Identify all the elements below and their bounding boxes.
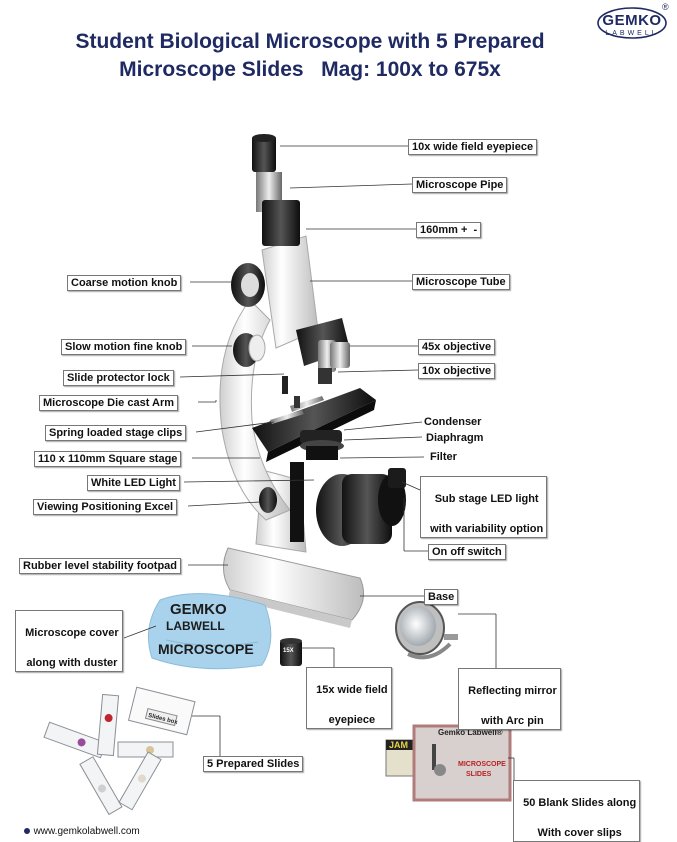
label-160mm: 160mm + - xyxy=(416,222,482,238)
label-filter: Filter xyxy=(430,450,457,464)
label-viewing-position: Viewing Positioning Excel xyxy=(33,499,178,515)
globe-icon xyxy=(23,828,30,835)
logo-oval-icon xyxy=(597,7,667,39)
label-slide-lock: Slide protector lock xyxy=(63,370,174,386)
box-print-product-2: SLIDES xyxy=(466,771,492,778)
label-cover-line-1: Microscope cover xyxy=(25,627,119,639)
cover-print-line-1: GEMKO xyxy=(170,601,227,618)
logo-text: GEMKO xyxy=(602,12,662,29)
label-reflecting-mirror-line-1: Reflecting mirror xyxy=(468,685,557,697)
label-coarse-knob: Coarse motion knob xyxy=(67,275,182,291)
label-sub-stage-led-line-2: with variability option xyxy=(430,523,544,535)
label-cover-line-2: along with duster xyxy=(26,657,118,669)
label-objective-45x: 45x objective xyxy=(418,339,496,355)
label-reflecting-mirror-line-2: with Arc pin xyxy=(481,715,544,727)
label-microscope-tube: Microscope Tube xyxy=(412,274,510,290)
label-square-stage: 110 x 110mm Square stage xyxy=(34,451,182,467)
label-objective-10x: 10x objective xyxy=(418,363,496,379)
label-eyepiece-10x: 10x wide field eyepiece xyxy=(408,139,538,155)
label-cover: Microscope cover along with duster xyxy=(15,610,123,672)
leader-lines xyxy=(123,145,515,782)
blank-slides-box: JAM Gemko Labwell® MICROSCOPE SLIDES xyxy=(385,724,512,802)
microscope-cover: GEMKO LABWELL MICROSCOPE xyxy=(147,593,272,670)
box-print-brand: Gemko Labwell® xyxy=(438,728,503,737)
label-stage-clips: Spring loaded stage clips xyxy=(45,425,187,441)
label-microscope-pipe: Microscope Pipe xyxy=(412,177,508,193)
label-eyepiece-15x-line-1: 15x wide field xyxy=(316,684,388,696)
gemko-logo: GEMKO LABWELL ® xyxy=(596,2,669,40)
page-title-line-1: Student Biological Microscope with 5 Pre… xyxy=(75,30,545,53)
label-on-off-switch: On off switch xyxy=(428,544,506,560)
cover-print-line-3: MICROSCOPE xyxy=(158,641,254,657)
label-sub-stage-led-line-1: Sub stage LED light xyxy=(434,493,539,505)
page-title-line-2: Microscope Slides Mag: 100x to 675x xyxy=(119,58,501,81)
logo-registered-mark: ® xyxy=(662,2,669,12)
cover-print-line-2: LABWELL xyxy=(166,619,225,633)
reflecting-mirror xyxy=(395,601,458,660)
label-condenser: Condenser xyxy=(424,415,482,429)
label-diaphragm: Diaphragm xyxy=(426,431,484,445)
label-die-cast-arm: Microscope Die cast Arm xyxy=(39,395,179,411)
label-sub-stage-led: Sub stage LED light with variability opt… xyxy=(420,476,548,538)
label-blank-slides-line-1: 50 Blank Slides along xyxy=(523,797,637,809)
footer-url[interactable]: www.gemkolabwell.com xyxy=(18,815,140,837)
eyepiece-print: 15X xyxy=(283,648,294,654)
eyepiece-15x: 15X xyxy=(280,638,302,666)
label-base: Base xyxy=(424,589,459,605)
label-eyepiece-15x: 15x wide field eyepiece xyxy=(306,667,392,729)
microscope xyxy=(219,134,406,628)
jam-print: JAM xyxy=(389,740,408,750)
logo-sub: LABWELL xyxy=(605,30,659,37)
label-fine-knob: Slow motion fine knob xyxy=(61,339,187,355)
label-reflecting-mirror: Reflecting mirror with Arc pin xyxy=(458,668,561,730)
label-blank-slides: 50 Blank Slides along With cover slips xyxy=(513,780,641,842)
label-white-led: White LED Light xyxy=(87,475,180,491)
label-blank-slides-line-2: With cover slips xyxy=(537,827,622,839)
label-eyepiece-15x-line-2: eyepiece xyxy=(328,714,376,726)
box-print-product-1: MICROSCOPE xyxy=(458,761,506,768)
label-prepared-slides: 5 Prepared Slides xyxy=(203,756,304,772)
label-footpad: Rubber level stability footpad xyxy=(19,558,182,574)
prepared-slides: Slides box xyxy=(43,686,196,816)
